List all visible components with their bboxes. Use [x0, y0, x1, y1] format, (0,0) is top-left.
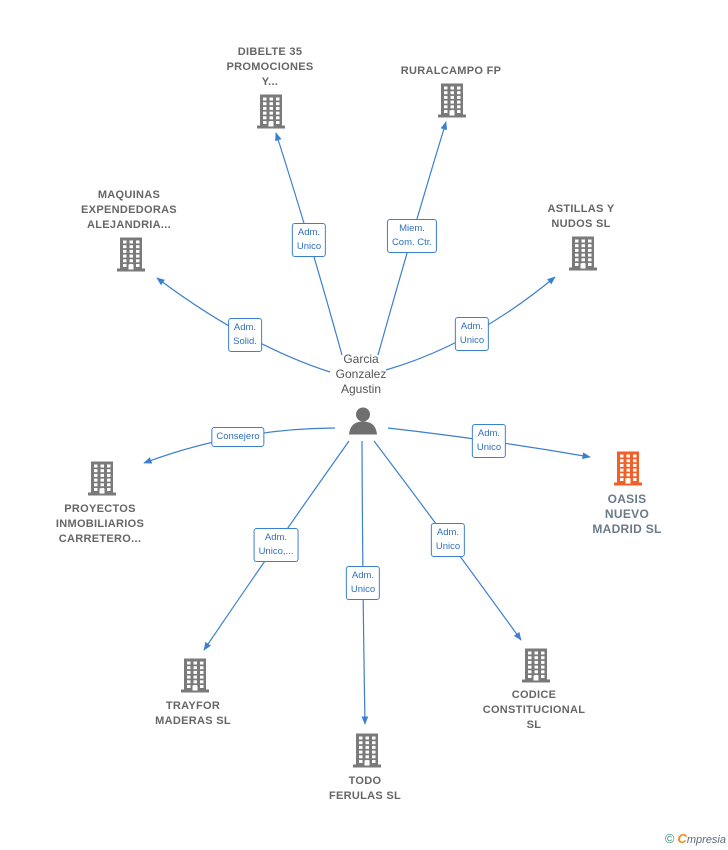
relation-badge-oasis: Adm. Unico [471, 424, 507, 458]
company-name-line: MADRID SL [592, 522, 662, 536]
building-icon[interactable] [179, 657, 211, 698]
company-label-dibelte[interactable]: DIBELTE 35 PROMOCIONES Y... [226, 45, 313, 90]
company-name-line: NUEVO [604, 507, 650, 521]
relation-line: Solid. [233, 336, 257, 347]
brand-logo-text: mpresia [686, 834, 726, 846]
relation-line: Unico,... [258, 546, 294, 557]
center-name-line: Gonzalez [335, 367, 387, 381]
company-name-line: SL [526, 719, 542, 731]
relation-line: Consejero [216, 431, 260, 442]
relation-badge-maquinas: Adm. Solid. [228, 318, 262, 352]
company-name-line: INMOBILIARIOS [55, 518, 145, 530]
building-icon[interactable] [115, 236, 147, 277]
relation-badge-astillas: Adm. Unico [454, 317, 490, 351]
company-name-line: PROYECTOS [64, 503, 136, 515]
building-icon[interactable] [520, 647, 552, 688]
company-name-line: DIBELTE 35 [237, 46, 303, 58]
company-name-line: RURALCAMPO FP [400, 65, 502, 77]
company-label-maquinas[interactable]: MAQUINAS EXPENDEDORAS ALEJANDRIA... [81, 188, 177, 233]
relation-line: Miem. [399, 223, 425, 234]
building-icon[interactable] [255, 93, 287, 134]
relation-badge-proyectos: Consejero [211, 427, 265, 447]
company-name-line: TRAYFOR [165, 700, 221, 712]
company-name-line: OASIS [607, 492, 647, 506]
company-name-line: Y... [261, 76, 279, 88]
relation-badge-ruralcampo: Miem. Com. Ctr. [386, 219, 438, 253]
company-name-line: CONSTITUCIONAL [482, 704, 586, 716]
copyright-symbol: © [664, 831, 675, 846]
company-name-line: ALEJANDRIA... [87, 219, 171, 231]
company-name-line: TODO [348, 775, 382, 787]
company-label-trayfor[interactable]: TRAYFOR MADERAS SL [155, 699, 231, 729]
company-label-codice[interactable]: CODICE CONSTITUCIONAL SL [483, 688, 586, 733]
relation-line: Adm. [436, 527, 460, 538]
company-name-line: PROMOCIONES [226, 61, 314, 73]
company-name-line: ASTILLAS Y [547, 203, 615, 215]
company-label-astillas[interactable]: ASTILLAS Y NUDOS SL [548, 202, 615, 232]
relation-badge-trayfor: Adm. Unico,... [253, 528, 299, 562]
relation-line: Com. Ctr. [391, 237, 433, 248]
relation-line: Adm. [351, 570, 375, 581]
building-icon[interactable] [612, 450, 644, 491]
relation-line: Unico [476, 442, 502, 453]
building-icon[interactable] [436, 82, 468, 123]
person-icon[interactable] [348, 406, 378, 441]
relation-line: Unico [459, 335, 485, 346]
company-label-ruralcampo[interactable]: RURALCAMPO FP [401, 64, 501, 79]
relation-line: Unico [296, 241, 322, 252]
center-name-line: Agustin [340, 382, 382, 396]
company-name-line: NUDOS SL [551, 218, 611, 230]
relation-badge-todo: Adm. Unico [345, 566, 381, 600]
company-name-line: MADERAS SL [155, 715, 231, 727]
building-icon[interactable] [86, 460, 118, 501]
company-name-line: CARRETERO... [58, 533, 142, 545]
company-label-todo[interactable]: TODO FERULAS SL [329, 774, 401, 804]
relation-line: Unico [350, 584, 376, 595]
company-name-line: MAQUINAS [97, 189, 161, 201]
relation-badge-dibelte: Adm. Unico [291, 223, 327, 257]
brand-logo-initial: C [677, 831, 687, 846]
relation-line: Adm. [477, 428, 501, 439]
relation-line: Adm. [297, 227, 321, 238]
footer-brand[interactable]: © Cmpresia [665, 831, 726, 846]
company-label-proyectos[interactable]: PROYECTOS INMOBILIARIOS CARRETERO... [56, 502, 144, 547]
building-icon[interactable] [567, 235, 599, 276]
center-name-line: Garcia [343, 352, 379, 366]
company-name-line: CODICE [511, 689, 557, 701]
company-name-line: FERULAS SL [328, 790, 402, 802]
relation-line: Unico [435, 541, 461, 552]
company-name-line: EXPENDEDORAS [81, 204, 177, 216]
relation-line: Adm. [264, 532, 288, 543]
relation-line: Adm. [233, 322, 257, 333]
building-icon[interactable] [351, 732, 383, 773]
relation-line: Adm. [460, 321, 484, 332]
relation-badge-codice: Adm. Unico [430, 523, 466, 557]
